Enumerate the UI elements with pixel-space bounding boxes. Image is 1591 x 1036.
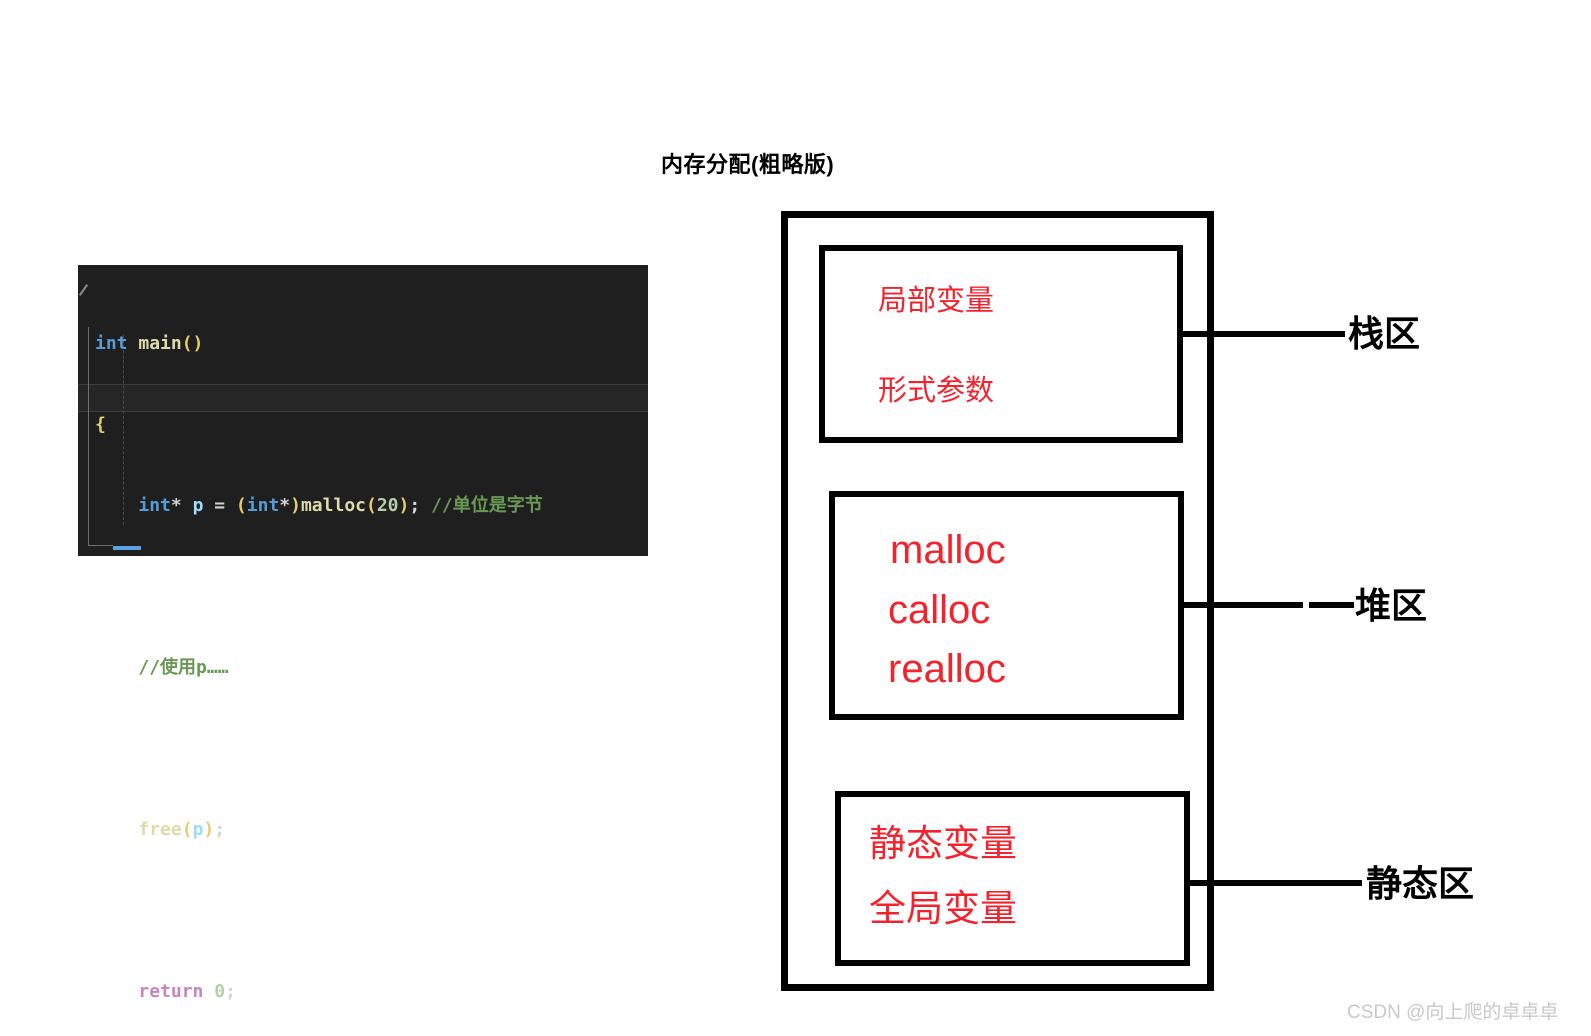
code-token: = <box>203 495 236 516</box>
csdn-watermark: CSDN @向上爬的卓卓卓 <box>1347 1002 1559 1023</box>
code-comment: //单位是字节 <box>431 495 543 516</box>
code-line: int* p = (int*)malloc(20); //单位是字节 <box>95 492 543 519</box>
stack-item-local-variables: 局部变量 <box>878 285 995 317</box>
code-token: ; <box>225 981 236 1002</box>
code-editor: int main() { int* p = (int*)malloc(20); … <box>78 265 648 1002</box>
code-token: ( <box>181 819 193 840</box>
code-token: 0 <box>214 981 226 1002</box>
code-token: ) <box>203 819 215 840</box>
indent-guide <box>123 335 124 525</box>
code-line: int main() <box>95 330 543 357</box>
code-token: p <box>192 495 204 516</box>
code-token <box>95 657 138 678</box>
code-token: p <box>192 819 204 840</box>
bracket-scope-guide-vertical <box>88 327 89 546</box>
static-region-box <box>835 791 1190 966</box>
code-token: ( <box>235 495 247 516</box>
memory-map-outer-box <box>781 211 1214 991</box>
text-cursor <box>113 546 141 550</box>
heap-item-calloc: calloc <box>888 588 991 632</box>
fold-marker-icon <box>78 284 89 296</box>
code-token <box>95 495 138 516</box>
code-line: return 0; <box>95 978 543 1005</box>
code-line: //使用p…… <box>95 654 543 681</box>
heap-item-realloc: realloc <box>888 647 1006 691</box>
code-line <box>95 735 543 762</box>
code-token: ; <box>409 495 432 516</box>
code-token: () <box>181 333 204 354</box>
heap-region-box <box>829 491 1184 720</box>
heap-connector-line-segment-2 <box>1309 602 1354 608</box>
code-token <box>203 981 214 1002</box>
code-token: int <box>246 495 280 516</box>
stack-item-formal-parameters: 形式参数 <box>878 375 995 407</box>
code-token <box>95 819 138 840</box>
code-token: int <box>138 495 171 516</box>
stack-connector-line <box>1178 331 1345 337</box>
code-token: * <box>170 495 193 516</box>
code-line <box>95 573 543 600</box>
code-token: ; <box>214 819 226 840</box>
static-connector-line <box>1184 880 1362 886</box>
code-token: free <box>138 819 182 840</box>
code-token: { <box>95 414 106 435</box>
static-item-global-variables: 全局变量 <box>869 888 1017 929</box>
code-token: main <box>138 333 182 354</box>
code-token <box>128 333 139 354</box>
code-token: malloc <box>300 495 366 516</box>
stack-region-label: 栈区 <box>1348 313 1421 354</box>
stack-region-box <box>819 245 1183 443</box>
heap-item-malloc: malloc <box>890 528 1006 572</box>
code-token <box>95 981 138 1002</box>
bracket-scope-guide-foot <box>88 545 113 546</box>
static-item-static-variables: 静态变量 <box>869 823 1017 864</box>
page-title: 内存分配(粗略版) <box>661 152 835 177</box>
code-token: ) <box>290 495 301 516</box>
code-line: free(p); <box>95 816 543 843</box>
code-token: int <box>95 333 128 354</box>
static-region-label: 静态区 <box>1366 863 1475 904</box>
code-token: ( <box>366 495 377 516</box>
code-lines: int main() { int* p = (int*)malloc(20); … <box>95 276 543 1036</box>
code-token: ) <box>398 495 410 516</box>
code-line <box>95 897 543 924</box>
heap-region-label: 堆区 <box>1355 585 1428 626</box>
current-line-highlight <box>78 384 648 412</box>
code-token: 20 <box>376 495 399 516</box>
code-comment: //使用p…… <box>138 657 229 678</box>
code-line: { <box>95 411 543 438</box>
code-token: return <box>138 981 204 1002</box>
heap-connector-line-segment-1 <box>1179 602 1303 608</box>
code-token: * <box>279 495 291 516</box>
